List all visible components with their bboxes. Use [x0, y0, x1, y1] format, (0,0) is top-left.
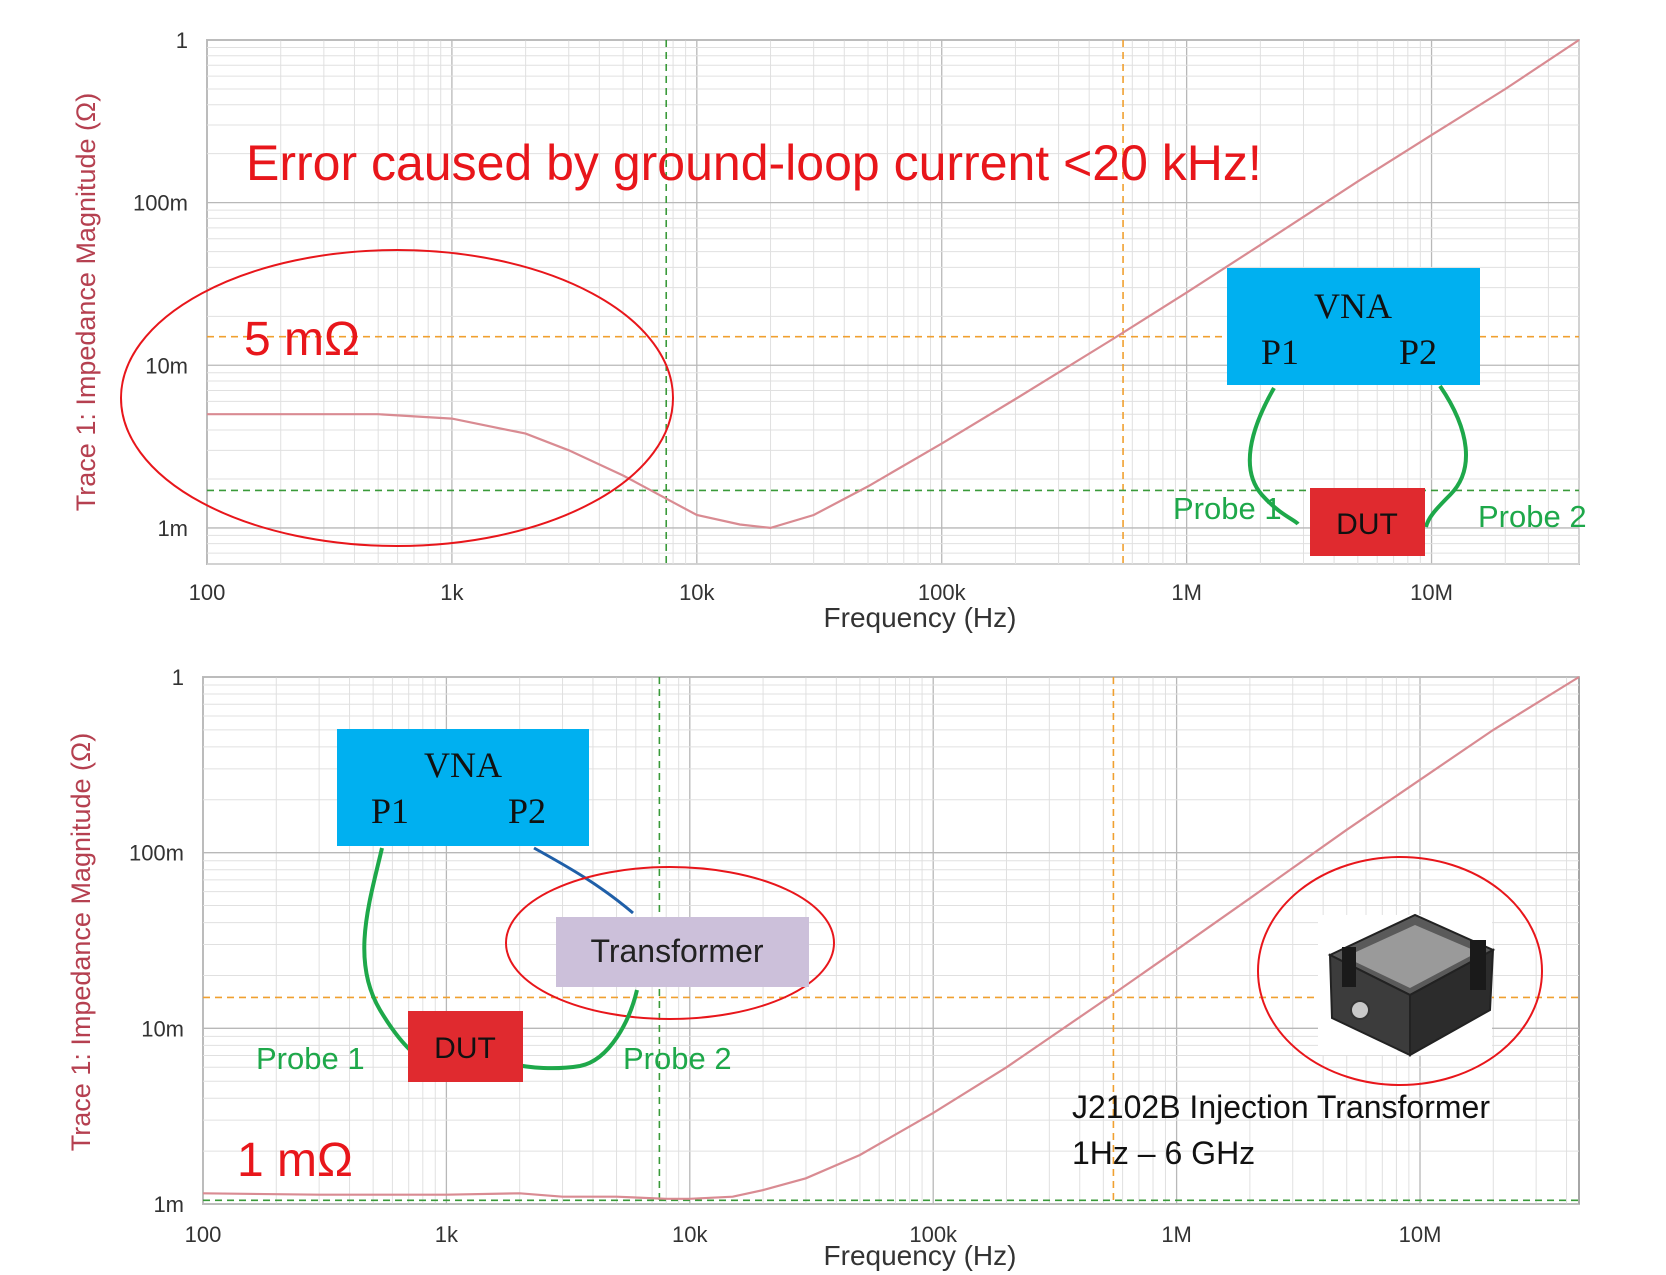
top-probe2-cable [1424, 384, 1468, 528]
top-value-label: 5 mΩ [244, 313, 360, 366]
impedance-trace [207, 39, 1580, 530]
top-probe2-label: Probe 2 [1478, 499, 1587, 534]
bottom-transformer-box [556, 917, 809, 987]
top-vna-label: VNA [1314, 286, 1392, 326]
bottom-dut-box [408, 1011, 523, 1082]
product-name: J2102B Injection Transformer [1072, 1089, 1490, 1125]
top-vna-p2: P2 [1399, 332, 1437, 372]
x-tick-label: 1k [435, 1222, 459, 1247]
bottom-vna-p2: P2 [508, 791, 546, 831]
x-tick-label: 1k [440, 580, 464, 605]
x-tick-label: 10k [672, 1222, 708, 1247]
x-tick-label: 10M [1399, 1222, 1442, 1247]
y-tick-label: 100m [129, 841, 184, 866]
bottom-vna-box [337, 729, 589, 846]
injection-transformer-image [1318, 913, 1496, 1057]
x-tick-label: 1M [1161, 1222, 1192, 1247]
bottom-probe1-cable [362, 847, 414, 1054]
y-tick-label: 1m [157, 516, 188, 541]
top-dut-label: DUT [1336, 508, 1398, 541]
product-range: 1Hz – 6 GHz [1072, 1135, 1255, 1171]
top-series [207, 39, 1580, 530]
bottom-probe2-label: Probe 2 [623, 1041, 732, 1076]
top-vna-p1: P1 [1261, 332, 1299, 372]
bottom-x-axis-label: Frequency (Hz) [824, 1240, 1017, 1271]
top-x-axis-label: Frequency (Hz) [824, 602, 1017, 633]
impedance-trace [202, 676, 1580, 1200]
bottom-probe2-cable [511, 989, 639, 1071]
top-y-axis-label: Trace 1: Impedance Magnitude (Ω) [71, 93, 101, 511]
y-tick-label: 1 [172, 665, 184, 690]
top-annotations: Error caused by ground-loop current <20 … [120, 135, 1587, 556]
top-probe1-label: Probe 1 [1173, 491, 1282, 526]
x-tick-label: 100k [918, 580, 967, 605]
top-probe1-cable [1247, 387, 1300, 526]
bottom-value-label: 1 mΩ [237, 1134, 353, 1187]
bottom-transformer-label: Transformer [590, 933, 763, 969]
bottom-vna-label: VNA [424, 745, 502, 785]
bottom-y-tick-labels: 1 100m 10m 1m [129, 665, 184, 1217]
bottom-vna-p1: P1 [371, 791, 409, 831]
x-tick-label: 10k [679, 580, 715, 605]
top-error-ellipse [120, 249, 674, 547]
bottom-series [202, 676, 1580, 1200]
y-tick-label: 10m [145, 353, 188, 378]
product-ellipse [1257, 856, 1543, 1086]
top-dut-box [1310, 488, 1425, 556]
y-tick-label: 1m [153, 1192, 184, 1217]
top-vna-box [1227, 268, 1480, 385]
bottom-dut-label: DUT [434, 1032, 496, 1065]
y-tick-label: 10m [141, 1016, 184, 1041]
bottom-x-tick-labels: 100 1k 10k 100k 1M 10M [185, 1222, 1442, 1247]
x-tick-label: 100k [909, 1222, 958, 1247]
top-x-tick-labels: 100 1k 10k 100k 1M 10M [189, 580, 1453, 605]
x-tick-label: 100 [189, 580, 226, 605]
x-tick-label: 1M [1171, 580, 1202, 605]
y-tick-label: 1 [176, 28, 188, 53]
bottom-annotations: VNA P1 P2 Transformer DUT Probe 1 Probe … [237, 729, 1543, 1187]
bottom-y-axis-label: Trace 1: Impedance Magnitude (Ω) [66, 733, 96, 1151]
bottom-transformer-ellipse [505, 866, 835, 1020]
x-tick-label: 100 [185, 1222, 222, 1247]
y-tick-label: 100m [133, 191, 188, 216]
bottom-probe1-label: Probe 1 [256, 1041, 365, 1076]
top-y-tick-labels: 1 100m 10m 1m [133, 28, 188, 541]
top-headline: Error caused by ground-loop current <20 … [246, 135, 1262, 191]
top-grid [206, 39, 1580, 565]
x-tick-label: 10M [1410, 580, 1453, 605]
